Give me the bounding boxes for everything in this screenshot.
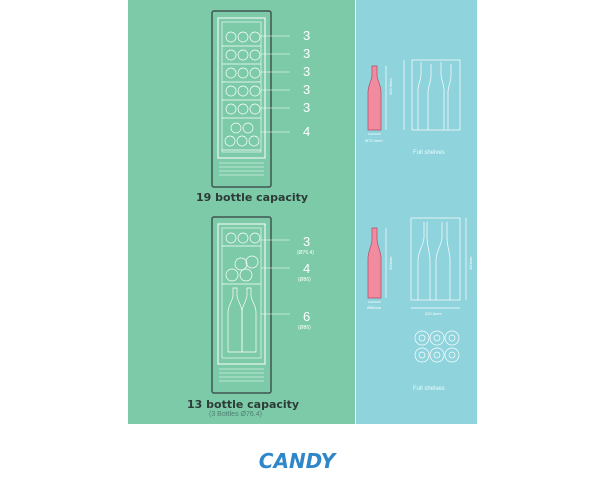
- top-shelf-1-count: 3: [303, 28, 311, 43]
- right-top-bottle-height: 300.5mm: [388, 78, 393, 95]
- fridge-top-illustration: [211, 10, 290, 188]
- svg-text:CANDY: CANDY: [259, 449, 338, 473]
- top-shelf-2-count: 3: [303, 46, 311, 61]
- bottom-shelf-1-count: 3: [303, 234, 311, 249]
- right-bottom-rack-height: 440mm: [468, 256, 473, 270]
- top-shelf-6-count: 4: [303, 124, 311, 139]
- top-shelf-5-count: 3: [303, 100, 311, 115]
- bottom-shelf-3-note: (Ø86): [298, 325, 311, 331]
- right-top-illustration: [367, 59, 461, 135]
- bottom-shelf-1-note: (Ø76.4): [297, 250, 314, 256]
- top-shelf-3-count: 3: [303, 64, 311, 79]
- bottom-shelf-3-count: 6: [303, 309, 311, 324]
- top-capacity-caption: 19 bottle capacity: [196, 191, 309, 204]
- right-bottom-bottle-width: Ø86mm: [367, 305, 382, 310]
- bottom-capacity-subcaption: (3 Bottles Ø76.4): [209, 411, 262, 418]
- bottom-shelf-2-note: (Ø86): [298, 277, 311, 283]
- right-top-bottle-width: Ø72.4mm: [365, 138, 383, 143]
- right-bottom-illustration: [367, 217, 467, 363]
- right-bottom-full-shelves: Full shelves: [413, 386, 445, 392]
- bottom-shelf-2-count: 4: [303, 261, 311, 276]
- right-top-full-shelves: Full shelves: [413, 150, 445, 156]
- panel-divider: [355, 0, 356, 424]
- right-bottom-bottle-height: 330mm: [388, 256, 393, 270]
- fridge-bottom-illustration: [211, 216, 290, 394]
- bottom-capacity-caption: 13 bottle capacity: [187, 398, 300, 411]
- candy-logo: CANDY: [259, 449, 338, 473]
- left-panel: [128, 0, 356, 424]
- top-shelf-4-count: 3: [303, 82, 311, 97]
- right-bottom-rack-width: 220.6mm: [425, 311, 442, 316]
